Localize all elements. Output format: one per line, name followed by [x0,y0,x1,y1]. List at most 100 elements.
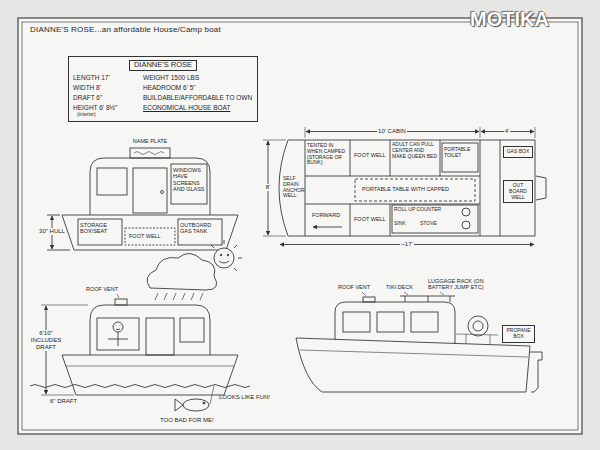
spec-text: HEIGHT 6' 8½" [73,104,117,111]
door [146,318,174,355]
door [133,168,167,213]
side-view [296,292,542,392]
dimension-tick [47,250,70,251]
dimension-label: 8' [265,184,271,191]
sun [214,248,234,268]
fish [183,399,209,411]
front-view-bottom [30,240,250,411]
sun-smile [219,261,229,263]
water-line [30,385,250,388]
roof-vent [115,299,127,305]
box-label: OUT BOARD WELL [506,183,530,200]
dimension-label: ~17' [400,241,413,248]
dimension-label: 6'10" INCLUDES DRAFT [25,330,67,351]
part-label: SELF DRAIN ANCHOR WELL [283,176,304,199]
plan-view [263,127,546,245]
hull [62,215,238,250]
part-label: ROLL UP COUNTER [394,207,441,213]
cabin-outline [90,305,210,355]
bench-edge [305,176,480,177]
fishing-line [210,386,214,404]
window [411,312,438,332]
sun-eye [220,254,222,256]
note-label: ADULT CAN PULL CENTER AND MAKE QUEEN BED [392,142,438,159]
spec-text: LENGTH 17' [73,74,110,81]
dimension-label: 10' CABIN [377,128,407,135]
part-label: STORAGE BOX/SEAT [80,222,120,235]
name-plate [130,148,170,158]
fish-eye [203,402,205,404]
burner [462,221,470,229]
spec-text: HEADROOM 6' 5" [143,84,196,91]
burner [462,208,470,216]
part-label: PORTABLE TOILET [444,147,477,159]
part-label: FOOT WELL [354,216,386,222]
spec-text: ECONOMICAL HOUSE BOAT [143,104,230,111]
leader-line [362,292,444,296]
person-head [113,322,123,332]
spec-text: (interior) [77,112,96,118]
hull-side [296,338,530,392]
spec-text: WIDTH 8' [73,84,101,91]
dimension-label: 6" DRAFT [50,398,77,405]
hull-plan [279,140,535,236]
part-label: FOOT WELL [354,152,386,158]
foot-well [125,228,175,245]
person-figure [108,325,128,346]
dimension-tick [263,140,286,236]
outboard-motor [536,176,546,200]
note-label: TOO BAD FOR ME! [160,417,214,424]
outboard-well-box: OUT BOARD WELL [503,180,533,203]
propane-box: PROPANE BOX [502,325,535,343]
title: DIANNE'S ROSE...an affordable House/Camp… [30,25,221,34]
door-knob [161,191,164,194]
box-label: GAS BOX [506,149,530,155]
dimension-label: 30" HULL [38,228,66,235]
part-label: SINK [394,221,406,227]
front-view-top [47,148,238,250]
rub-rail [300,350,528,357]
name-plate-script [134,152,164,155]
dimension-tick [47,215,60,216]
spec-text: BUILDABLE/AFFORDABLE TO OWN [143,94,252,101]
deck-rail [456,334,498,345]
counter [392,205,478,233]
dimension-tick [305,127,535,138]
cloud [147,253,217,290]
part-label: NAME PLATE [133,138,167,144]
life-ring-inner [473,321,483,331]
dimension-tick [41,395,74,396]
window [97,168,127,195]
note-label: TENTED IN WHEN CAMPED (STORAGE OR BUNK) [307,143,347,166]
leader-line [117,294,119,298]
dimension-label: 4' [504,128,510,135]
luggage-rack [400,296,455,302]
window [377,312,404,332]
bench-edge [305,204,480,205]
sun-rays [211,240,242,271]
bulkhead [480,140,481,236]
hull [62,355,238,395]
note-label: WINDOWS HAVE SCREENS AND GLASS [173,167,205,192]
paper-sheet [18,18,582,434]
part-label: ROOF VENT [86,286,118,292]
direction-label: FORWARD [312,212,340,218]
part-label: PORTABLE TABLE WITH CAPPED [362,186,449,192]
window [180,318,204,342]
part-label: STOVE [420,221,437,227]
part-label: LUGGAGE RACK (ON BATTERY JUMP ETC) [428,278,503,291]
spec-box: DIANNE'S ROSELENGTH 17'WEIGHT 1500 LBSWI… [68,56,258,122]
paper-frame [22,22,578,430]
part-label: FOOT WELL [129,233,161,239]
cabin-outline [90,158,210,215]
life-ring [468,316,488,336]
gas-tank-box [178,219,222,245]
spec-text: DRAFT 6" [73,94,102,101]
box-label: PROPANE BOX [505,328,532,340]
toilet-box [442,143,478,172]
table [355,179,475,201]
part-label: TIKI DECK [386,284,413,290]
spec-text: WEIGHT 1500 LBS [143,74,199,81]
